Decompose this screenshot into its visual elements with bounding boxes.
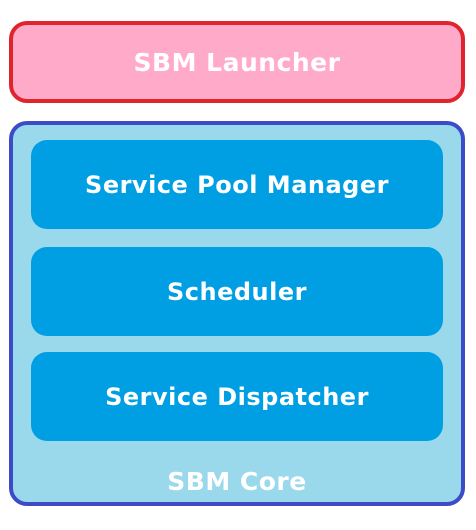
scheduler-box: Scheduler xyxy=(31,247,443,336)
sbm-core-label: SBM Core xyxy=(167,467,307,496)
service-pool-manager-label: Service Pool Manager xyxy=(85,170,389,199)
service-dispatcher-box: Service Dispatcher xyxy=(31,352,443,441)
sbm-launcher-box: SBM Launcher xyxy=(9,21,465,103)
service-dispatcher-label: Service Dispatcher xyxy=(105,382,369,411)
scheduler-label: Scheduler xyxy=(167,277,307,306)
sbm-launcher-label: SBM Launcher xyxy=(133,47,341,77)
service-pool-manager-box: Service Pool Manager xyxy=(31,140,443,229)
